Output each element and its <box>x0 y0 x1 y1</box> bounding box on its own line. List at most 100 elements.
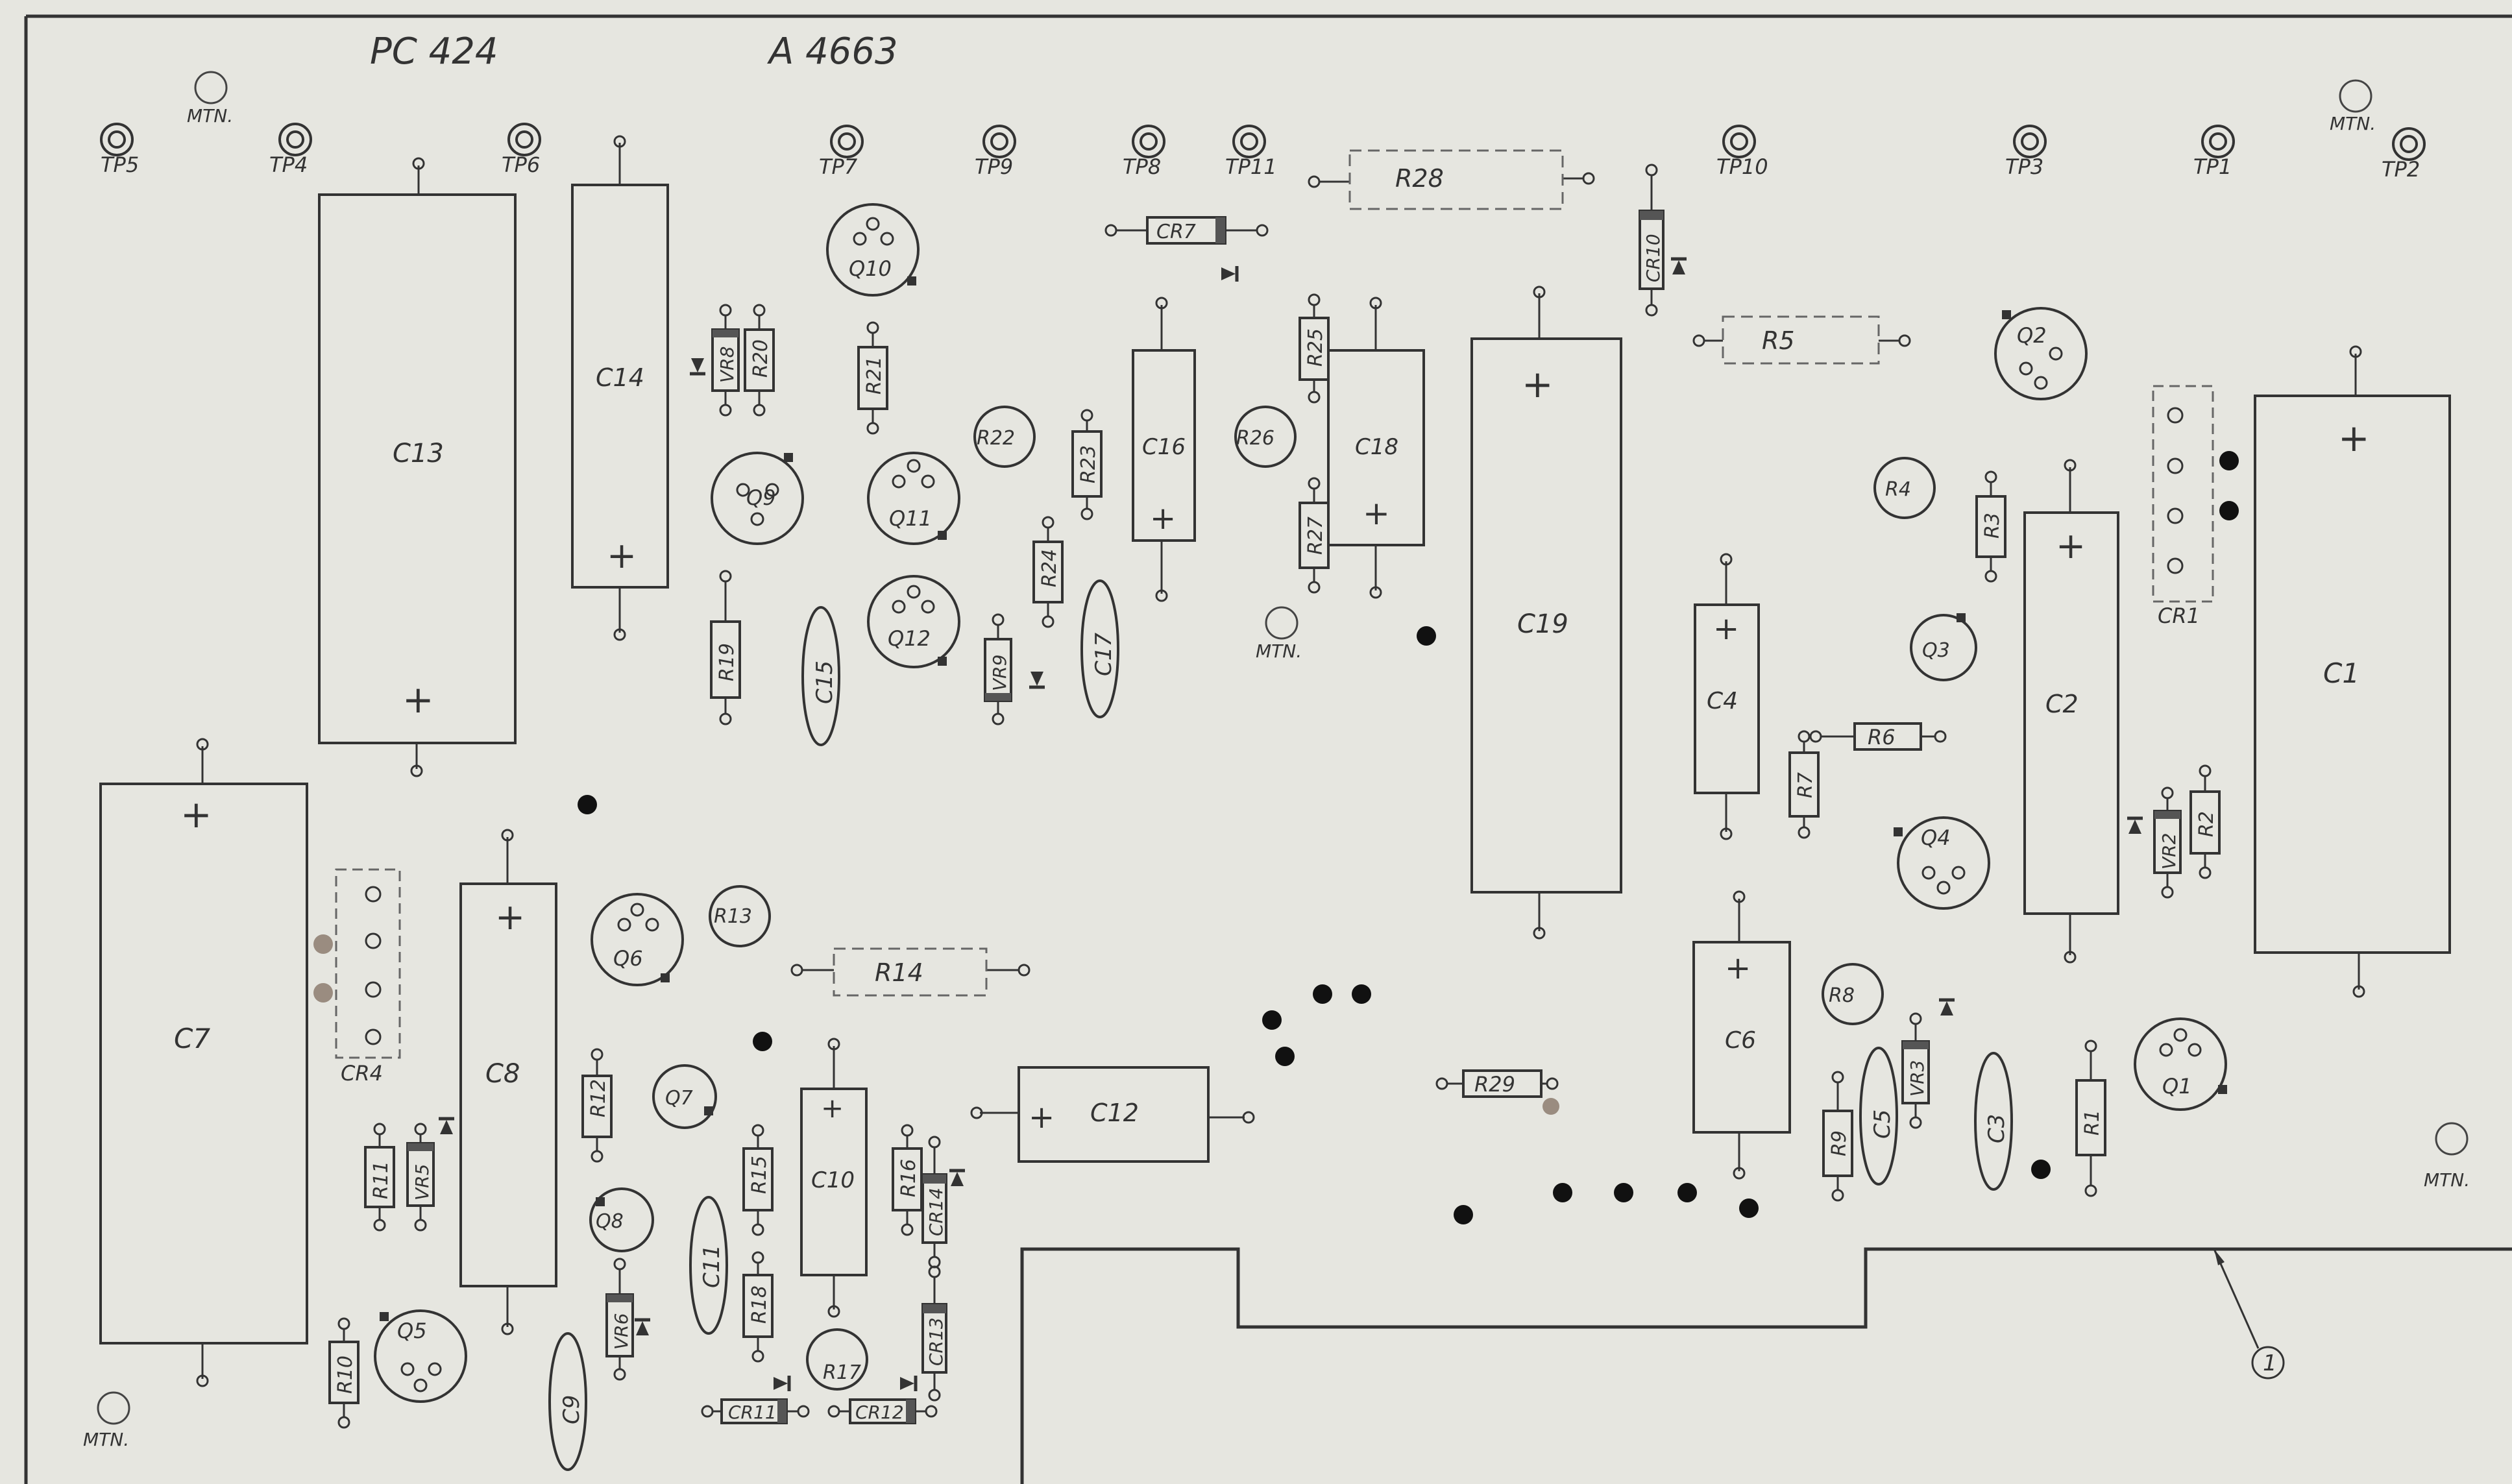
zener-vr3: VR3 <box>1901 1012 1930 1129</box>
resistor-r18: R18 <box>742 1251 774 1363</box>
svg-text:CR1: CR1 <box>2158 603 2200 628</box>
zener-vr6: VR6 <box>605 1258 634 1381</box>
svg-text:VR5: VR5 <box>411 1164 433 1200</box>
resistor-r28: R28 <box>1308 149 1595 210</box>
mounting-hole: MTN. <box>1256 606 1302 662</box>
svg-text:+: + <box>1363 494 1390 532</box>
tp-label: TP10 <box>1716 154 1768 179</box>
capacitor-c12: + C12 <box>970 1066 1255 1163</box>
callout-1: 1 <box>2213 1248 2285 1380</box>
svg-text:R16: R16 <box>897 1159 920 1197</box>
svg-text:R14: R14 <box>875 958 923 987</box>
svg-text:C4: C4 <box>1707 688 1738 714</box>
svg-text:R27: R27 <box>1304 517 1327 555</box>
svg-text:R28: R28 <box>1395 164 1444 193</box>
test-point-tp11: TP11 <box>1225 125 1277 179</box>
pad-dots <box>313 451 2239 1224</box>
svg-text:R24: R24 <box>1038 549 1061 587</box>
resistor-r20: R20 <box>744 304 775 417</box>
zener-vr8: VR8 <box>711 304 740 417</box>
svg-text:CR13: CR13 <box>925 1317 947 1366</box>
capacitor-c13: C13 + <box>318 157 517 777</box>
test-point-tp10: TP10 <box>1716 125 1768 179</box>
svg-text:CR10: CR10 <box>1642 234 1664 282</box>
diode-cr11: CR11 <box>701 1398 810 1424</box>
resistor-r21: R21 <box>857 321 888 435</box>
transistor-q1: Q1 <box>2134 1017 2227 1111</box>
svg-text:C2: C2 <box>2045 690 2079 718</box>
svg-text:CR4: CR4 <box>341 1061 383 1086</box>
resistor-r16: R16 <box>892 1124 923 1236</box>
svg-text:R3: R3 <box>1981 513 2004 539</box>
tp-label: TP9 <box>975 154 1013 179</box>
svg-text:+: + <box>180 792 212 836</box>
mounting-hole: MTN. <box>83 1391 130 1450</box>
diode-cr13: CR13 <box>921 1265 947 1402</box>
svg-text:+: + <box>821 1092 844 1124</box>
test-point-tp9: TP9 <box>975 125 1016 179</box>
svg-text:Q12: Q12 <box>888 626 931 651</box>
svg-text:R8: R8 <box>1829 984 1855 1007</box>
transistor-q10: Q10 <box>826 203 920 297</box>
transistor-q8: Q8 <box>589 1187 654 1252</box>
svg-text:R25: R25 <box>1304 328 1327 367</box>
resistor-r25: R25 <box>1299 293 1330 404</box>
capacitor-c3: C3 <box>1974 1052 2013 1191</box>
svg-text:R4: R4 <box>1885 478 1911 501</box>
resistor-r19: R19 <box>710 570 741 725</box>
svg-text:C17: C17 <box>1091 633 1117 676</box>
transistor-q11: Q11 <box>867 452 960 545</box>
svg-text:Q9: Q9 <box>746 485 776 510</box>
zener-vr9: VR9 <box>984 613 1012 725</box>
svg-text:R5: R5 <box>1762 326 1795 355</box>
resistor-r4: R4 <box>1873 457 1936 519</box>
svg-text:R20: R20 <box>750 339 772 378</box>
tp-label: TP1 <box>2193 154 2232 179</box>
capacitor-c14: C14 + <box>571 135 669 641</box>
svg-text:+: + <box>1713 611 1739 647</box>
svg-text:+: + <box>1725 950 1751 986</box>
capacitor-c15: C15 <box>801 606 840 746</box>
svg-text:Q4: Q4 <box>1921 825 1951 850</box>
svg-text:R17: R17 <box>823 1361 861 1384</box>
svg-text:R23: R23 <box>1077 445 1100 483</box>
svg-text:R22: R22 <box>977 427 1015 450</box>
svg-text:Q10: Q10 <box>849 256 892 281</box>
test-point-tp2: TP2 <box>2382 127 2426 182</box>
diode-cr10: CR10 <box>1639 164 1665 317</box>
svg-text:Q2: Q2 <box>2017 323 2047 348</box>
test-point-tp5: TP5 <box>100 123 139 177</box>
tp-label: TP3 <box>2005 154 2043 179</box>
tp-label: TP2 <box>2382 157 2420 182</box>
resistor-r23: R23 <box>1071 409 1103 520</box>
svg-text:VR6: VR6 <box>611 1313 632 1350</box>
svg-text:R6: R6 <box>1868 725 1896 749</box>
transistor-q2: Q2 <box>1994 307 2088 400</box>
svg-text:Q11: Q11 <box>889 506 932 531</box>
resistor-r9: R9 <box>1822 1071 1853 1202</box>
tp-label: TP5 <box>101 152 139 177</box>
tp-label: TP4 <box>269 152 308 177</box>
capacitor-c1: + C1 <box>2254 345 2451 998</box>
transistor-q4: Q4 <box>1894 816 1990 910</box>
rectifier-cr4: CR4 <box>335 868 401 1086</box>
svg-text:R11: R11 <box>370 1161 393 1199</box>
svg-text:+: + <box>607 535 637 576</box>
capacitor-c16: C16 + <box>1132 297 1196 602</box>
diode-cr12: CR12 <box>827 1398 938 1424</box>
test-point-tp8: TP8 <box>1123 125 1165 179</box>
svg-text:C5: C5 <box>1870 1110 1896 1139</box>
resistor-r22: R22 <box>973 406 1036 468</box>
resistor-r24: R24 <box>1032 516 1064 628</box>
svg-text:R13: R13 <box>714 905 752 928</box>
svg-text:R9: R9 <box>1828 1130 1851 1156</box>
svg-text:Q5: Q5 <box>397 1319 427 1343</box>
svg-text:Q8: Q8 <box>596 1210 624 1233</box>
svg-text:C10: C10 <box>811 1167 855 1193</box>
svg-text:VR2: VR2 <box>2158 833 2180 870</box>
svg-text:+: + <box>2056 525 2086 566</box>
resistor-r1: R1 <box>2075 1040 2106 1197</box>
svg-text:R19: R19 <box>716 643 738 681</box>
transistor-q12: Q12 <box>867 575 960 668</box>
